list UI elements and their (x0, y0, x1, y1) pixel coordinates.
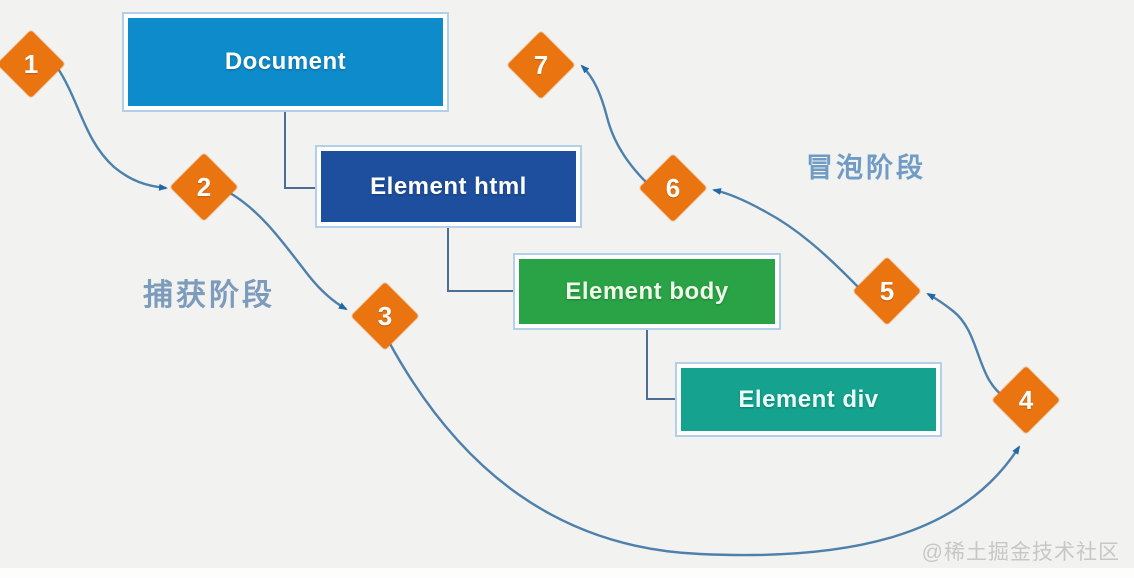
curve-step6-to-step7 (580, 64, 650, 186)
step-marker-7-number: 7 (533, 49, 549, 80)
node-element-div: Element div (675, 362, 942, 437)
step-marker-1-number: 1 (23, 48, 39, 79)
step-marker-3-number: 3 (377, 300, 393, 331)
bottom-strip (0, 568, 1134, 578)
node-element-body: Element body (513, 253, 781, 330)
step-marker-2: 2 (170, 153, 238, 221)
capture-phase-label: 捕获阶段 (143, 279, 275, 312)
node-element-div-label: Element div (681, 368, 936, 431)
step-marker-1: 1 (0, 30, 65, 98)
step-marker-4-number: 4 (1018, 384, 1034, 415)
bubble-phase-label: 冒泡阶段 (806, 153, 926, 183)
node-document: Document (122, 12, 449, 112)
step-marker-5-number: 5 (879, 275, 895, 306)
connector-document-html (284, 112, 315, 189)
step-marker-6-number: 6 (665, 172, 681, 203)
node-element-html: Element html (315, 145, 582, 228)
watermark: @稀土掘金技术社区 (921, 541, 1120, 564)
connector-html-body (447, 228, 513, 292)
node-element-body-label: Element body (519, 259, 775, 324)
node-document-label: Document (128, 18, 443, 106)
step-marker-5: 5 (853, 257, 921, 325)
connector-body-div (646, 330, 675, 400)
step-marker-3: 3 (351, 282, 419, 350)
step-marker-2-number: 2 (196, 171, 212, 202)
step-marker-4: 4 (992, 366, 1060, 434)
node-element-html-label: Element html (321, 151, 576, 222)
step-marker-7: 7 (507, 31, 575, 99)
step-marker-6: 6 (639, 154, 707, 222)
